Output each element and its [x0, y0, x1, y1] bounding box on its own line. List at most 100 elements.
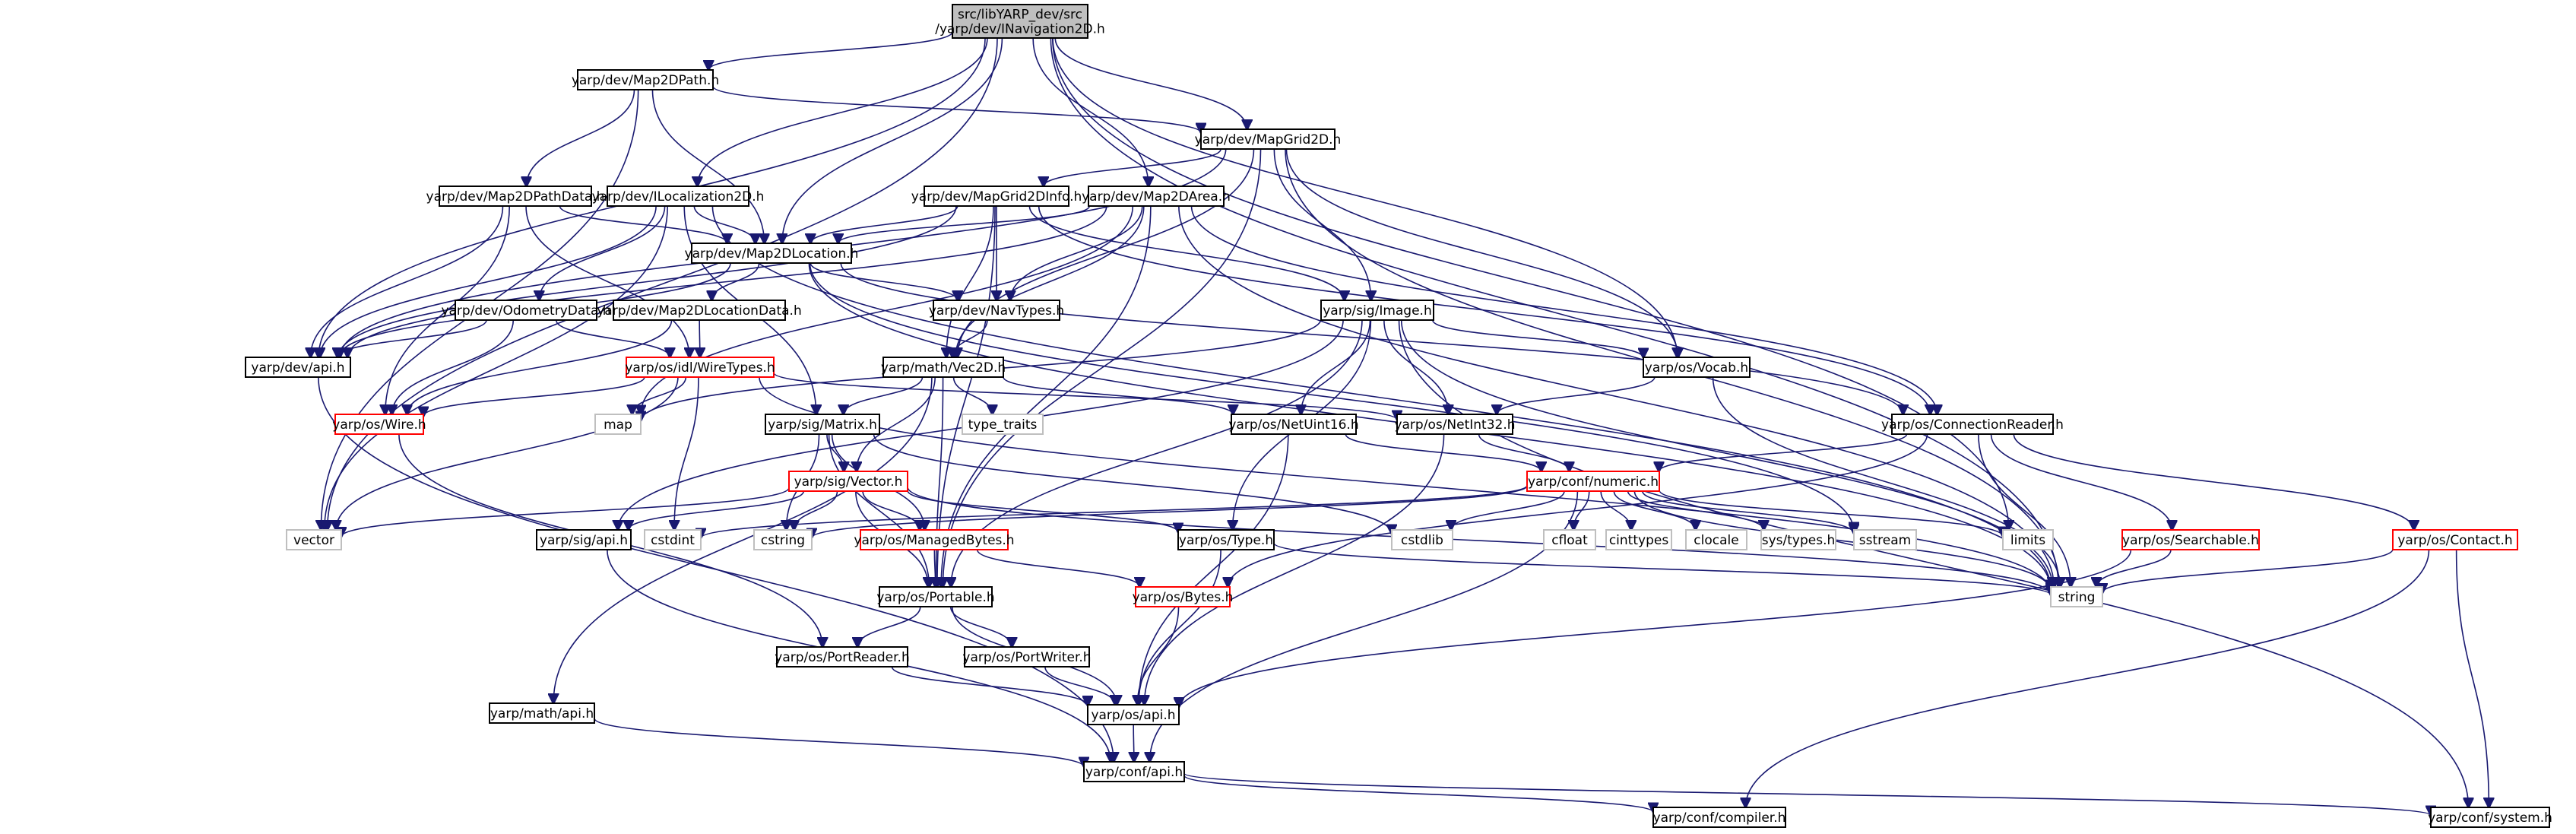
edge-image-to-system — [1398, 319, 2469, 807]
node-vec2d[interactable]: yarp/math/Vec2D.h — [881, 357, 1006, 378]
node-system[interactable]: yarp/conf/system.h — [2428, 807, 2552, 828]
edge-vec2d-to-netuint16 — [1003, 376, 1233, 414]
edge-matrix-to-portable — [828, 433, 930, 587]
edge-searchable-to-string — [2096, 549, 2172, 587]
node-ostype[interactable]: yarp/os/Type.h — [1177, 529, 1275, 550]
edge-wiretypes-to-wire — [423, 376, 645, 417]
node-box — [1526, 471, 1660, 492]
edge-mapgrid2dinfo-to-vec2d — [946, 205, 994, 357]
node-confapi[interactable]: yarp/conf/api.h — [1083, 761, 1185, 782]
node-label: yarp/dev/MapGrid2DInfo.h — [911, 189, 1082, 205]
edge-map2darea-to-connectionreader — [1190, 205, 1938, 414]
node-box — [924, 186, 1069, 207]
node-label: src/libYARP_dev/src/yarp/dev/INavigation… — [935, 8, 1105, 37]
node-label: yarp/sig/api.h — [540, 533, 628, 548]
node-map2dpath[interactable]: yarp/dev/Map2DPath.h — [572, 69, 719, 90]
node-managedbytes[interactable]: yarp/os/ManagedBytes.h — [854, 529, 1015, 550]
node-map2darea[interactable]: yarp/dev/Map2DArea.h — [1082, 186, 1231, 207]
node-label: yarp/os/PortReader.h — [775, 650, 909, 665]
node-label: yarp/sig/Image.h — [1323, 303, 1432, 319]
node-box — [2121, 529, 2260, 550]
node-map2dpathdata[interactable]: yarp/dev/Map2DPathData.h — [426, 186, 605, 207]
node-sigvector[interactable]: yarp/sig/Vector.h — [788, 471, 908, 492]
node-map2dlocation[interactable]: yarp/dev/Map2DLocation.h — [685, 243, 859, 264]
edge-vocab-to-netint32 — [1497, 376, 1656, 414]
node-box — [1652, 807, 1786, 828]
edge-contact-to-string — [2102, 548, 2394, 593]
node-netuint16[interactable]: yarp/os/NetUint16.h — [1228, 414, 1359, 435]
node-box — [882, 357, 1004, 378]
node-string: string — [2050, 586, 2103, 607]
node-image[interactable]: yarp/sig/Image.h — [1320, 300, 1434, 321]
node-ilocalization2d[interactable]: yarp/dev/ILocalization2D.h — [592, 186, 765, 207]
node-box — [577, 69, 714, 90]
node-navtypes[interactable]: yarp/dev/NavTypes.h — [929, 300, 1064, 321]
node-mapgrid2dinfo[interactable]: yarp/dev/MapGrid2DInfo.h — [911, 186, 1082, 207]
node-matrix[interactable]: yarp/sig/Matrix.h — [765, 414, 880, 435]
edge-confapi-to-compiler — [1183, 775, 1653, 812]
edge-map2darea-to-portable — [941, 205, 1152, 587]
edge-managedbytes-to-portable — [934, 549, 935, 587]
node-cfloat: cfloat — [1543, 529, 1596, 550]
edge-image-to-netint32 — [1383, 319, 1448, 414]
node-box — [1135, 586, 1231, 607]
node-label: yarp/dev/ILocalization2D.h — [592, 189, 765, 205]
node-label: yarp/os/Vocab.h — [1645, 360, 1748, 376]
node-box — [2002, 529, 2054, 550]
node-wiretypes[interactable]: yarp/os/idl/WireTypes.h — [625, 357, 775, 378]
node-mathapi[interactable]: yarp/math/api.h — [489, 702, 595, 724]
edge-map2dlocationdata-to-wiretypes — [699, 319, 700, 357]
node-portwriter[interactable]: yarp/os/PortWriter.h — [962, 646, 1092, 668]
node-box — [788, 471, 908, 492]
edge-numeric-to-string — [1633, 490, 2051, 591]
node-portreader[interactable]: yarp/os/PortReader.h — [775, 646, 910, 668]
node-label: yarp/os/api.h — [1091, 708, 1175, 723]
edge-bytes-to-osapi — [1137, 606, 1180, 705]
node-label: yarp/conf/numeric.h — [1528, 474, 1659, 490]
node-odometrydata[interactable]: yarp/dev/OdometryData.h — [441, 300, 611, 321]
node-label: cstdlib — [1401, 533, 1443, 548]
node-vector_std: vector — [286, 529, 342, 550]
node-label: yarp/os/idl/WireTypes.h — [625, 360, 775, 376]
edge-managedbytes-to-bytes — [976, 549, 1140, 587]
node-box — [1320, 300, 1434, 321]
node-numeric[interactable]: yarp/conf/numeric.h — [1526, 471, 1660, 492]
node-root[interactable]: src/libYARP_dev/src/yarp/dev/INavigation… — [935, 4, 1105, 39]
node-box — [626, 357, 775, 378]
node-sigapi[interactable]: yarp/sig/api.h — [536, 529, 632, 550]
node-searchable[interactable]: yarp/os/Searchable.h — [2121, 529, 2260, 550]
node-label: yarp/conf/api.h — [1085, 765, 1183, 780]
edge-osapi-to-confapi — [1133, 724, 1134, 762]
node-devapi[interactable]: yarp/dev/api.h — [245, 357, 351, 378]
edge-portwriter-to-osapi — [1044, 666, 1115, 705]
node-box — [1200, 128, 1336, 150]
node-mapgrid2d[interactable]: yarp/dev/MapGrid2D.h — [1195, 128, 1342, 150]
edge-wiretypes-to-netint32 — [773, 372, 1397, 420]
node-box — [964, 646, 1090, 668]
node-label: string — [2058, 590, 2096, 605]
edge-mapgrid2dinfo-to-image — [1028, 205, 1344, 300]
node-contact[interactable]: yarp/os/Contact.h — [2392, 529, 2518, 550]
node-map2dlocationdata[interactable]: yarp/dev/Map2DLocationData.h — [597, 300, 802, 321]
node-netint32[interactable]: yarp/os/NetInt32.h — [1394, 414, 1516, 435]
node-box — [860, 529, 1009, 550]
edge-odometrydata-to-wiretypes — [555, 319, 670, 357]
node-osapi[interactable]: yarp/os/api.h — [1087, 704, 1180, 725]
node-vocab[interactable]: yarp/os/Vocab.h — [1643, 357, 1751, 378]
edge-map2darea-to-string — [1178, 205, 2054, 587]
edge-image-to-netuint16 — [1301, 319, 1371, 414]
node-label: yarp/os/Searchable.h — [2122, 533, 2259, 548]
node-portable[interactable]: yarp/os/Portable.h — [876, 586, 995, 607]
node-label: yarp/dev/api.h — [251, 360, 344, 376]
node-connectionreader[interactable]: yarp/os/ConnectionReader.h — [1881, 414, 2064, 435]
node-compiler[interactable]: yarp/conf/compiler.h — [1652, 807, 1786, 828]
node-sstream: sstream — [1853, 529, 1917, 550]
edge-navtypes-to-vec2d — [952, 319, 988, 357]
edge-image-to-vocab — [1432, 319, 1643, 358]
edge-vec2d-to-portable — [936, 376, 944, 587]
node-label: yarp/math/Vec2D.h — [881, 360, 1006, 376]
node-wire[interactable]: yarp/os/Wire.h — [332, 414, 426, 435]
node-box — [1760, 529, 1836, 550]
node-bytes[interactable]: yarp/os/Bytes.h — [1133, 586, 1234, 607]
edge-wiretypes-to-cstdint — [674, 376, 699, 530]
